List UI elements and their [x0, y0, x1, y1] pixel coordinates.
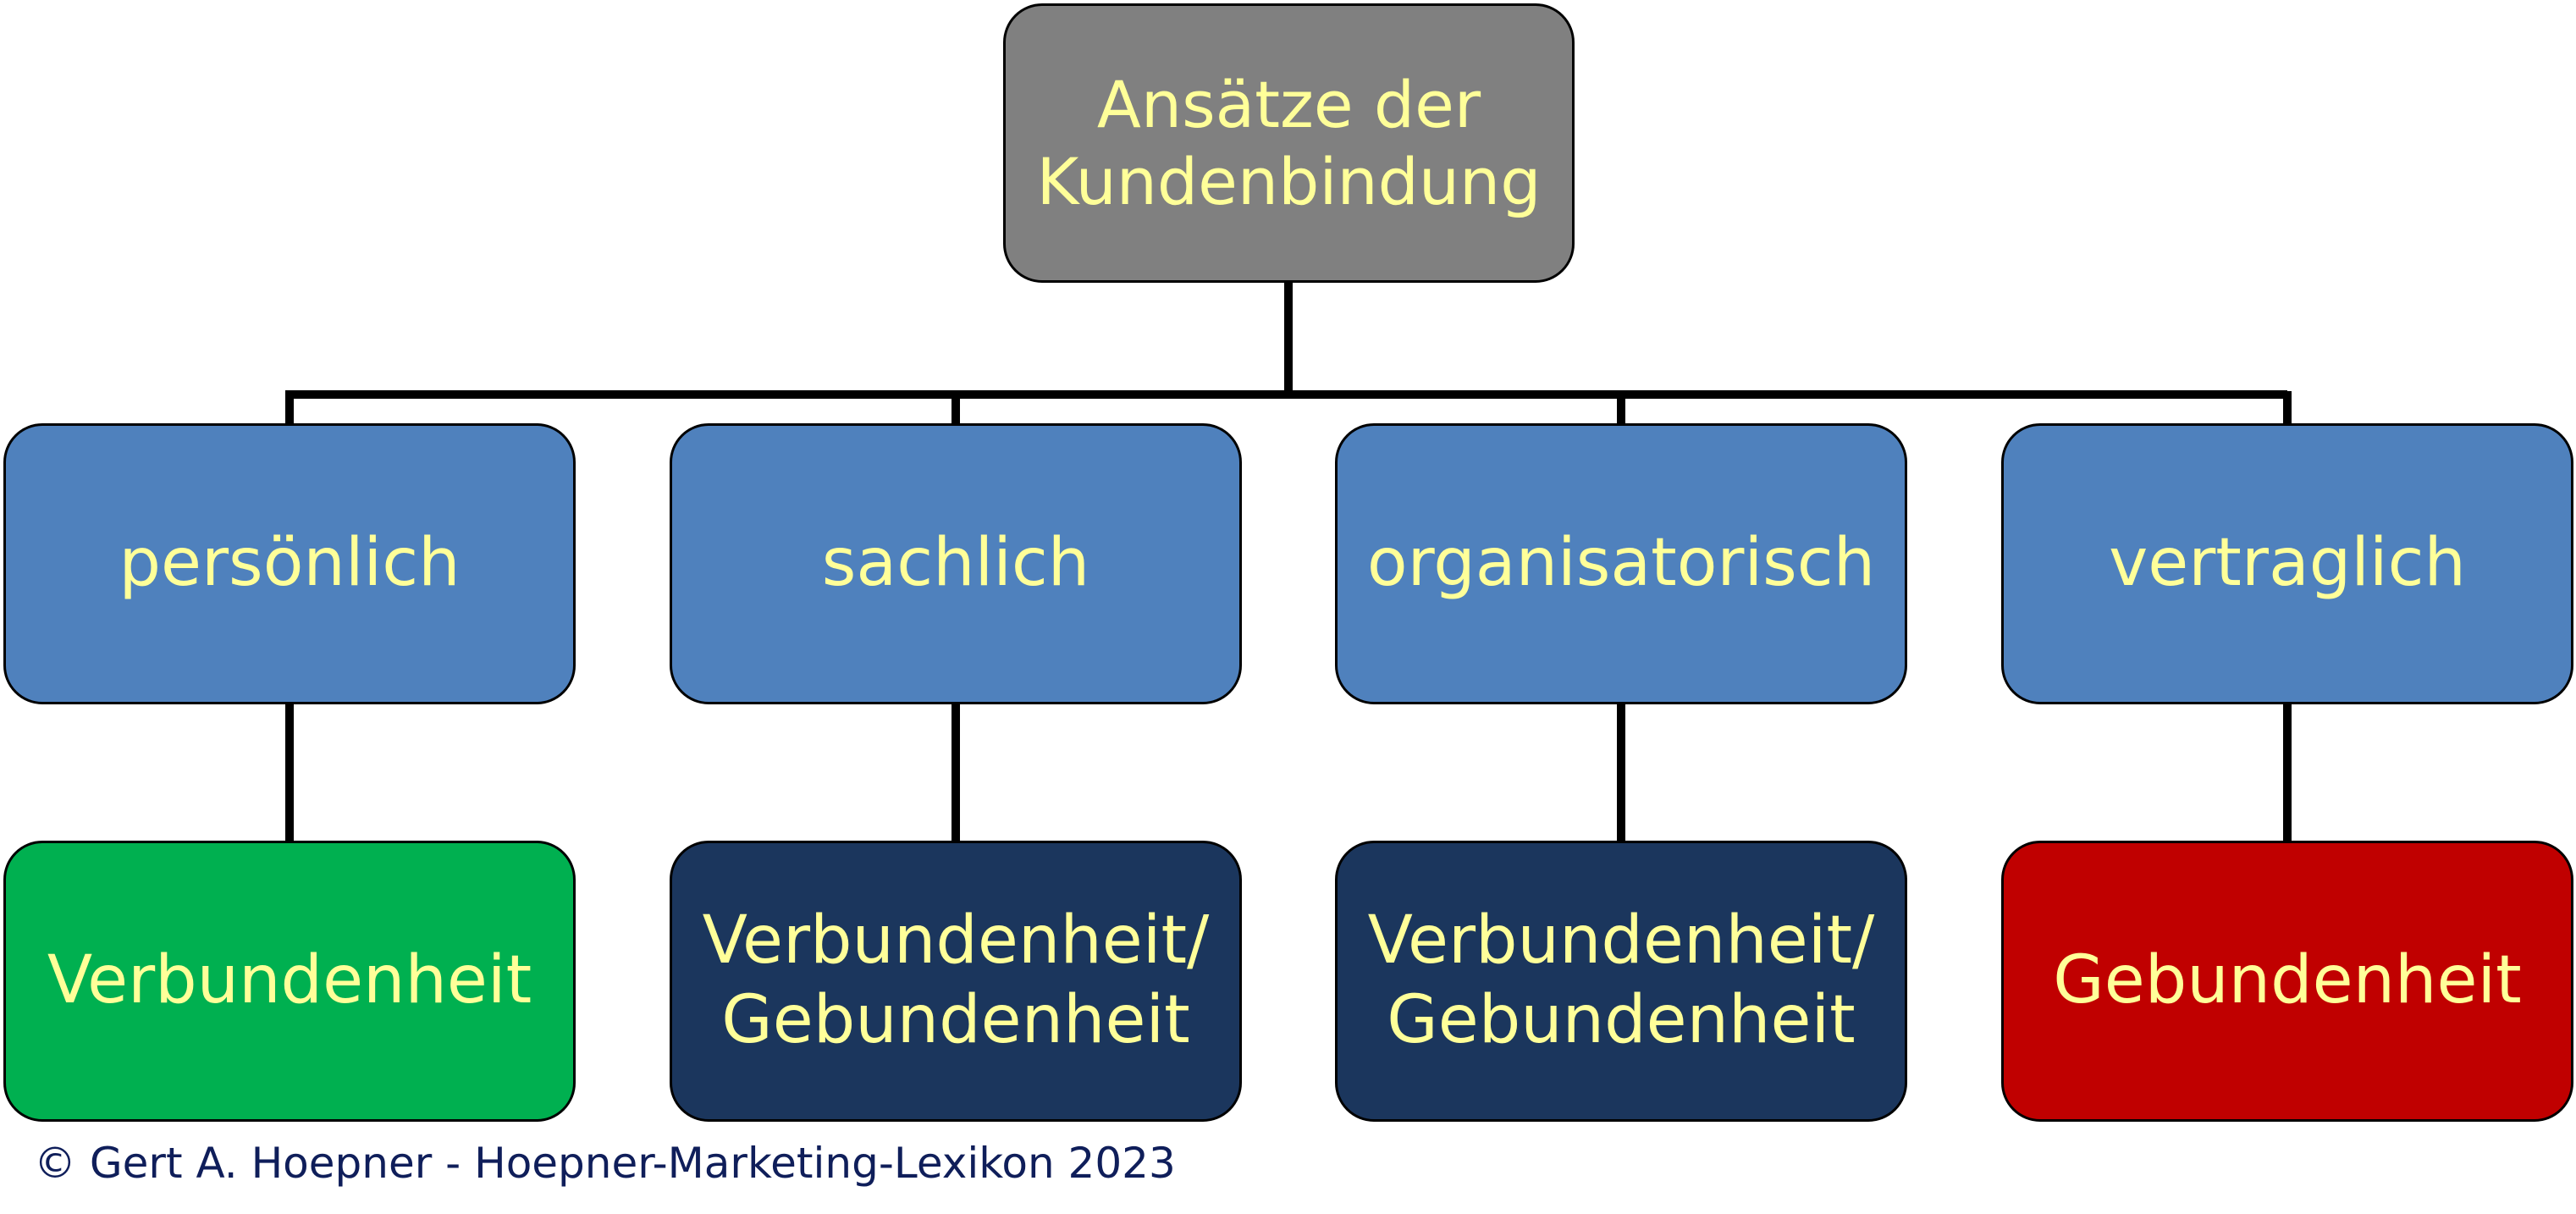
result-node-gebundenheit: Gebundenheit — [2001, 841, 2573, 1122]
category-node-vertraglich: vertraglich — [2001, 423, 2573, 704]
root-node-kundenbindung: Ansätze der Kundenbindung — [1003, 3, 1575, 283]
result-node-verbundenheit: Verbundenheit — [3, 841, 576, 1122]
category-node-sachlich: sachlich — [670, 423, 1242, 704]
category-node-organisatorisch: organisatorisch — [1335, 423, 1907, 704]
result-node-verbundenheit-gebundenheit-sachlich: Verbundenheit/ Gebundenheit — [670, 841, 1242, 1122]
copyright-notice: © Gert A. Hoepner - Hoepner-Marketing-Le… — [34, 1139, 1176, 1188]
category-node-persoenlich: persönlich — [3, 423, 576, 704]
result-node-verbundenheit-gebundenheit-organisatorisch: Verbundenheit/ Gebundenheit — [1335, 841, 1907, 1122]
